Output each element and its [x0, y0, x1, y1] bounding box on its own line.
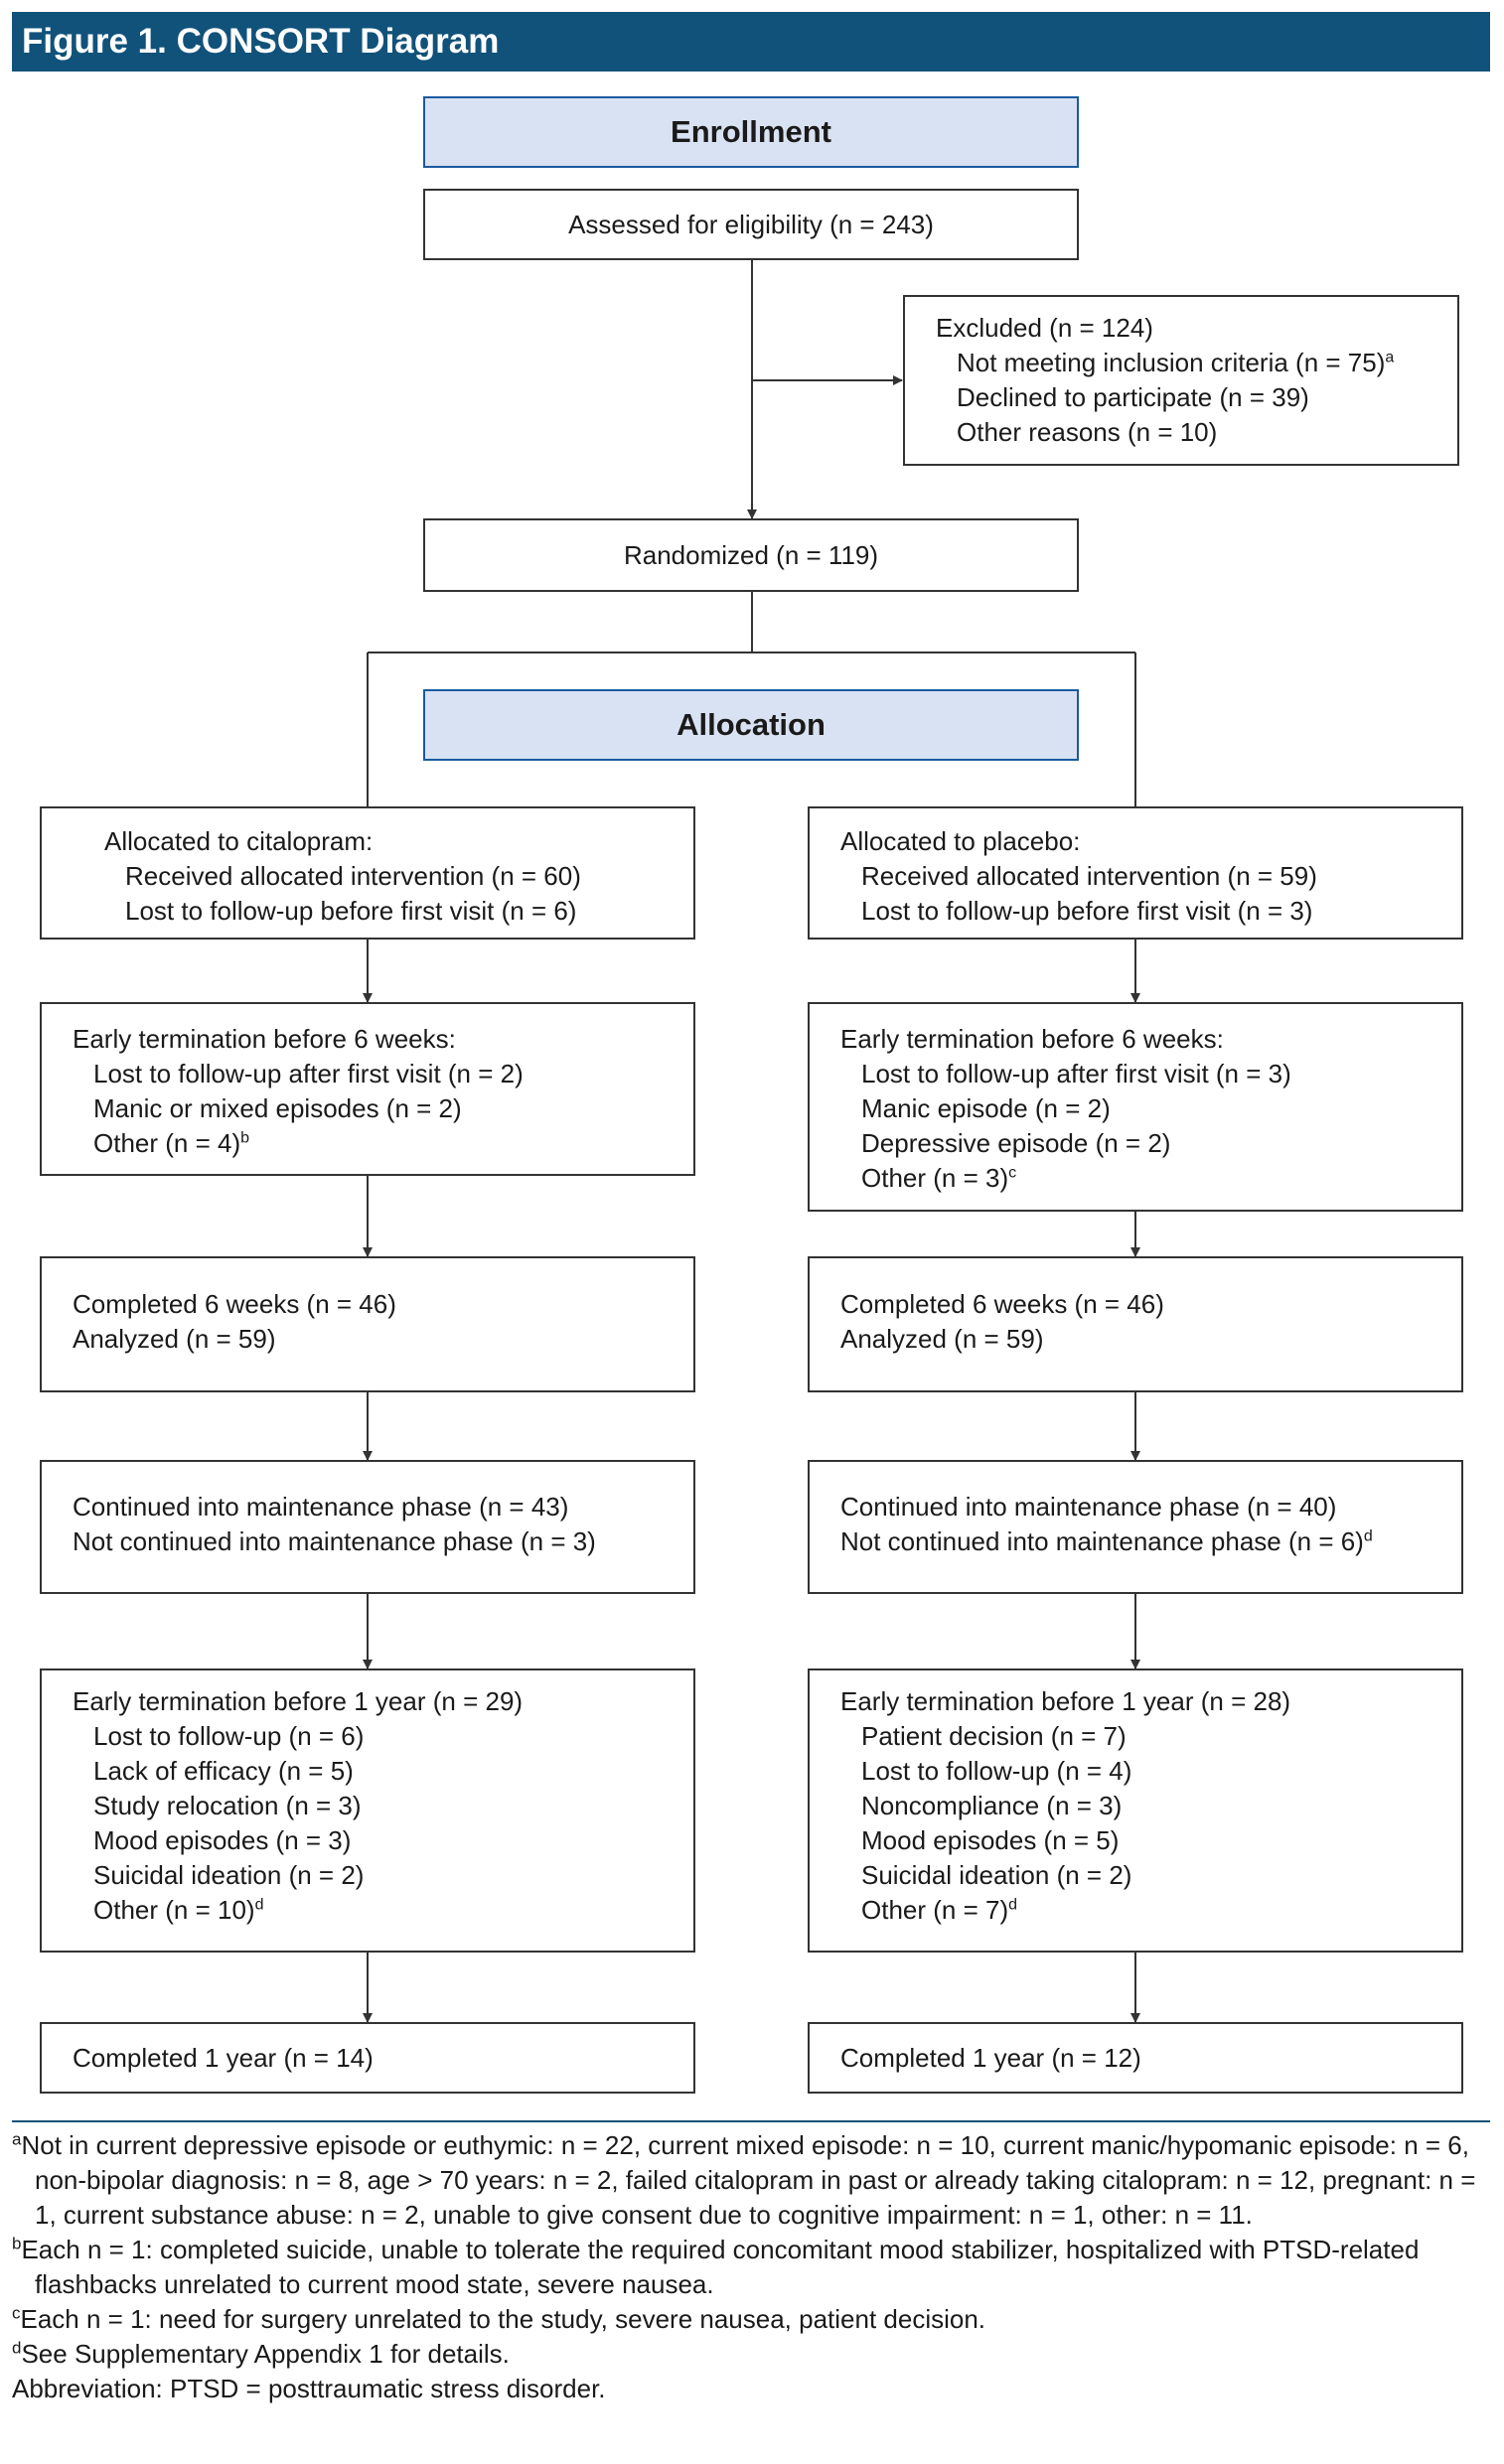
randomized-label: Randomized (n = 119): [623, 540, 879, 570]
placebo-early1y-item: Mood episodes (n = 5): [861, 1825, 1120, 1855]
excluded-item: Declined to participate (n = 39): [957, 382, 1309, 412]
citalopram-early1y-item: Other (n = 10)d: [93, 1895, 264, 1925]
excluded-item: Other reasons (n = 10): [957, 417, 1218, 447]
citalopram-allocation-box: Allocated to citalopram: Received alloca…: [40, 806, 695, 940]
placebo-early1y-item: Lost to follow-up (n = 4): [861, 1756, 1132, 1786]
citalopram-completed1y-label: Completed 1 year (n = 14): [73, 2043, 374, 2073]
footnote-ref-b: b: [240, 1129, 250, 1147]
footnote-a: aNot in current depressive episode or eu…: [12, 2129, 1476, 2230]
enrollment-header-label: Enrollment: [671, 114, 831, 149]
footnote-d: dSee Supplementary Appendix 1 for detail…: [12, 2338, 510, 2369]
placebo-early6-title: Early termination before 6 weeks:: [840, 1024, 1224, 1054]
allocation-header: Allocation: [423, 689, 1079, 761]
randomized-box: Randomized (n = 119): [423, 518, 1079, 592]
figure-title: Figure 1. CONSORT Diagram: [12, 12, 1490, 72]
citalopram-early1y-title: Early termination before 1 year (n = 29): [73, 1686, 524, 1716]
footnote-ref-d: d: [1008, 1896, 1018, 1914]
citalopram-maintenance-line: Continued into maintenance phase (n = 43…: [73, 1492, 569, 1522]
excluded-item: Not meeting inclusion criteria (n = 75)a: [957, 348, 1395, 377]
placebo-early6-item: Depressive episode (n = 2): [861, 1128, 1171, 1158]
citalopram-allocation-title: Allocated to citalopram:: [104, 826, 374, 856]
placebo-allocation-title: Allocated to placebo:: [840, 826, 1081, 856]
placebo-early6-item: Other (n = 3)c: [861, 1163, 1017, 1193]
footnote-ref-c: c: [1008, 1164, 1017, 1182]
footnote-c: cEach n = 1: need for surgery unrelated …: [12, 2303, 986, 2334]
footnotes: aNot in current depressive episode or eu…: [12, 2120, 1490, 2406]
citalopram-completed6-line: Completed 6 weeks (n = 46): [73, 1289, 396, 1319]
citalopram-completed1y-box: Completed 1 year (n = 14): [40, 2022, 695, 2094]
placebo-early6-item: Lost to follow-up after first visit (n =…: [861, 1059, 1291, 1088]
citalopram-early6-title: Early termination before 6 weeks:: [73, 1024, 456, 1054]
placebo-completed6-box: Completed 6 weeks (n = 46) Analyzed (n =…: [808, 1256, 1463, 1392]
placebo-early6-box: Early termination before 6 weeks: Lost t…: [808, 1002, 1463, 1212]
placebo-early1y-item: Other (n = 7)d: [861, 1895, 1018, 1925]
citalopram-early1y-item: Lost to follow-up (n = 6): [93, 1721, 365, 1751]
footnote-abbreviation: Abbreviation: PTSD = posttraumatic stres…: [12, 2374, 606, 2403]
placebo-analyzed-line: Analyzed (n = 59): [840, 1324, 1044, 1354]
footnote-ref-d: d: [1363, 1527, 1373, 1545]
citalopram-early6-box: Early termination before 6 weeks: Lost t…: [40, 1002, 695, 1176]
assessed-label: Assessed for eligibility (n = 243): [568, 210, 934, 239]
citalopram-early1y-box: Early termination before 1 year (n = 29)…: [40, 1668, 695, 1953]
placebo-maintenance-line: Continued into maintenance phase (n = 40…: [840, 1492, 1337, 1522]
footnote-ref-d: d: [254, 1896, 264, 1914]
placebo-early1y-item: Noncompliance (n = 3): [861, 1791, 1123, 1820]
citalopram-maintenance-line: Not continued into maintenance phase (n …: [73, 1526, 596, 1556]
citalopram-allocation-item: Lost to follow-up before first visit (n …: [125, 896, 577, 926]
citalopram-early1y-item: Suicidal ideation (n = 2): [93, 1860, 365, 1890]
footnote-b: bEach n = 1: completed suicide, unable t…: [12, 2234, 1420, 2299]
placebo-maintenance-line: Not continued into maintenance phase (n …: [840, 1526, 1373, 1556]
placebo-allocation-item: Lost to follow-up before first visit (n …: [861, 896, 1313, 926]
footnote-ref-a: a: [1385, 349, 1395, 366]
placebo-early1y-box: Early termination before 1 year (n = 28)…: [808, 1668, 1463, 1953]
citalopram-early6-item: Lost to follow-up after first visit (n =…: [93, 1059, 524, 1088]
citalopram-maintenance-box: Continued into maintenance phase (n = 43…: [40, 1460, 695, 1594]
citalopram-allocation-item: Received allocated intervention (n = 60): [125, 861, 581, 891]
citalopram-completed6-box: Completed 6 weeks (n = 46) Analyzed (n =…: [40, 1256, 695, 1392]
citalopram-analyzed-line: Analyzed (n = 59): [73, 1324, 276, 1354]
citalopram-early1y-item: Mood episodes (n = 3): [93, 1825, 352, 1855]
placebo-early1y-item: Suicidal ideation (n = 2): [861, 1860, 1132, 1890]
placebo-completed1y-box: Completed 1 year (n = 12): [808, 2022, 1463, 2094]
citalopram-early6-item: Other (n = 4)b: [93, 1128, 250, 1158]
citalopram-early6-item: Manic or mixed episodes (n = 2): [93, 1093, 462, 1123]
placebo-allocation-item: Received allocated intervention (n = 59): [861, 861, 1317, 891]
allocation-header-label: Allocation: [677, 707, 826, 742]
placebo-maintenance-box: Continued into maintenance phase (n = 40…: [808, 1460, 1463, 1594]
enrollment-header: Enrollment: [423, 96, 1079, 168]
citalopram-early1y-item: Study relocation (n = 3): [93, 1791, 362, 1820]
footnote-divider: [12, 2120, 1490, 2122]
excluded-box: Excluded (n = 124) Not meeting inclusion…: [903, 295, 1459, 466]
excluded-title: Excluded (n = 124): [936, 313, 1153, 343]
placebo-early1y-title: Early termination before 1 year (n = 28): [840, 1686, 1291, 1716]
assessed-box: Assessed for eligibility (n = 243): [423, 189, 1079, 260]
placebo-early6-item: Manic episode (n = 2): [861, 1093, 1111, 1123]
citalopram-early1y-item: Lack of efficacy (n = 5): [93, 1756, 354, 1786]
placebo-allocation-box: Allocated to placebo: Received allocated…: [808, 806, 1463, 940]
placebo-completed1y-label: Completed 1 year (n = 12): [840, 2043, 1141, 2073]
placebo-early1y-item: Patient decision (n = 7): [861, 1721, 1127, 1751]
placebo-completed6-line: Completed 6 weeks (n = 46): [840, 1289, 1164, 1319]
